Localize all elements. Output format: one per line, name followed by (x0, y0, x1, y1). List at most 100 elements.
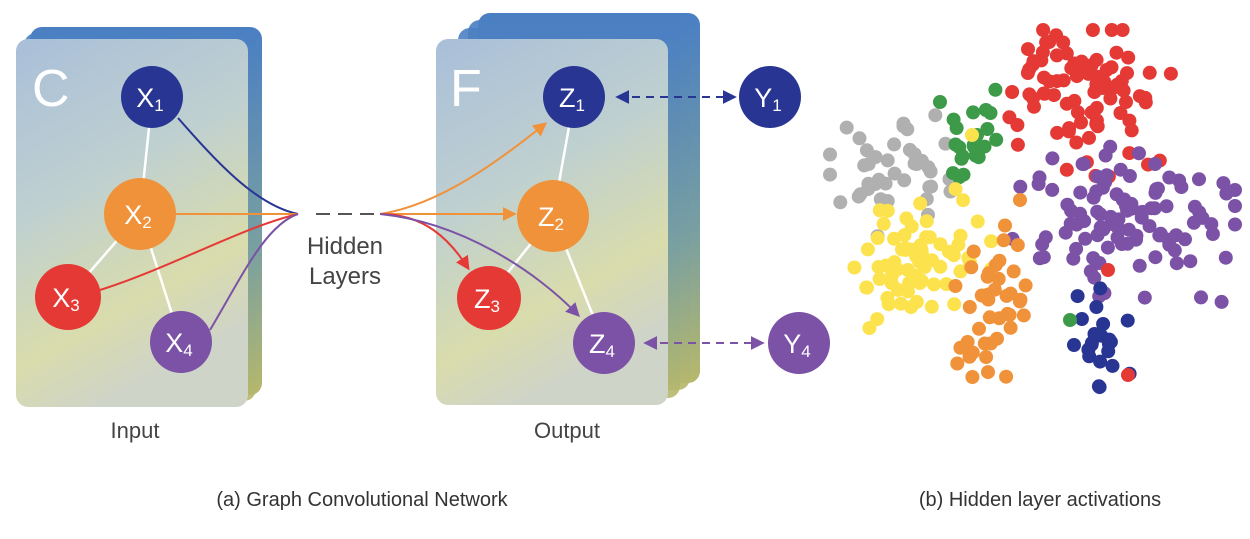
scatter-point-blue (1120, 313, 1135, 328)
scatter-point-yellow (970, 214, 985, 229)
scatter-point-red (1101, 263, 1115, 277)
scatter-point-purple (1036, 250, 1051, 265)
scatter-point-orange (1016, 308, 1031, 323)
node-z2: Z2 (517, 180, 589, 252)
scatter-point-gray (853, 187, 868, 202)
scatter-point-red (1026, 91, 1040, 106)
scatter-point-purple (1045, 151, 1060, 166)
scatter-point-orange (964, 260, 979, 275)
svg-text:Z2: Z2 (538, 202, 564, 234)
scatter-point-red (1059, 46, 1074, 61)
scatter-point-yellow (913, 238, 928, 253)
hidden-label-line2: Layers (309, 263, 381, 290)
scatter-point-green (966, 105, 981, 120)
node-y4: Y4 (768, 312, 830, 374)
scatter-point-purple (1195, 210, 1210, 225)
scatter-point-yellow (948, 182, 963, 197)
scatter-point-yellow (965, 128, 979, 142)
scatter-point-blue (1067, 338, 1081, 352)
scatter-point-red (1069, 69, 1084, 84)
scatter-point-purple (1045, 182, 1060, 197)
scatter-point-purple (1098, 175, 1113, 190)
scatter-point-purple (1159, 199, 1174, 214)
scatter-point-orange (979, 350, 994, 364)
line-x3-hidden (99, 213, 299, 291)
svg-text:X3: X3 (52, 283, 79, 315)
line-x4-hidden (209, 213, 299, 331)
scatter-point-gray (900, 122, 915, 137)
scatter-point-purple (1174, 180, 1189, 195)
scatter-point-orange (950, 356, 965, 371)
scatter-point-gray (871, 172, 886, 187)
scatter-point-red (1163, 66, 1178, 81)
scatter-point-blue (1091, 379, 1106, 394)
scatter-point-gray (861, 157, 876, 172)
scatter-point-orange (999, 288, 1014, 303)
svg-text:Y1: Y1 (754, 83, 781, 115)
scatter-point-yellow (860, 242, 875, 257)
scatter-point-orange (998, 218, 1012, 233)
input-card-letter: C (32, 60, 70, 118)
scatter-point-gray (897, 173, 912, 188)
scatter-point-purple (1013, 179, 1028, 194)
scatter-point-orange (1013, 193, 1027, 207)
scatter-point-orange (965, 370, 980, 384)
scatter-point-red (1089, 100, 1104, 115)
scatter-point-red (1120, 66, 1134, 81)
scatter-point-green (1063, 313, 1077, 327)
scatter-point-orange (990, 331, 1004, 346)
scatter-point-yellow (870, 231, 885, 245)
arrow-hidden-z1 (379, 122, 548, 215)
scatter-point-yellow (909, 249, 924, 264)
output-caption: Output (534, 418, 600, 443)
scatter-point-red (1074, 115, 1088, 130)
scatter-point-blue (1084, 337, 1099, 352)
node-z3: Z3 (457, 266, 521, 330)
node-x4: X4 (150, 311, 212, 373)
scatter-point-yellow (913, 196, 928, 211)
scatter-point-gray (928, 108, 943, 123)
scatter-point-gray (839, 120, 854, 135)
scatter-point-purple (1183, 254, 1198, 269)
scatter-point-gray (887, 137, 902, 152)
scatter-point-orange (981, 292, 996, 307)
svg-text:X2: X2 (124, 200, 151, 232)
svg-text:Z4: Z4 (589, 329, 615, 361)
svg-text:X4: X4 (165, 328, 192, 360)
scatter-point-red (1109, 45, 1124, 60)
scatter-point-blue (1087, 327, 1102, 341)
scatter-point-purple (1129, 232, 1143, 247)
scatter-point-purple (1228, 183, 1242, 197)
scatter-point-red (1056, 73, 1071, 88)
scatter-point-purple (1100, 240, 1115, 255)
scatter-point-red (1122, 146, 1137, 161)
scatter-point-gray (880, 153, 895, 168)
scatter-point-orange (996, 233, 1011, 248)
scatter-point-blue (1101, 344, 1116, 359)
scatter-point-green (980, 122, 995, 136)
scatter-point-purple (1148, 157, 1163, 171)
scatter-point-yellow (885, 264, 900, 278)
scatter-point-purple (1132, 146, 1146, 161)
scatter-point-purple (1066, 251, 1081, 266)
scatter-point-yellow (947, 297, 962, 312)
scatter-point-red (1050, 125, 1065, 140)
scatter-point-gray (914, 153, 929, 168)
scatter-point-purple (1032, 170, 1047, 185)
scatter-point-purple (1093, 220, 1108, 235)
scatter-point-yellow (870, 312, 885, 327)
panel-a-caption: (a) Graph Convolutional Network (216, 489, 508, 511)
scatter-point-red (1021, 42, 1035, 57)
scatter-point-purple (1120, 203, 1135, 218)
scatter-point-purple (1205, 227, 1220, 241)
hidden-label-line1: Hidden (307, 233, 383, 260)
scatter-point-red (1020, 66, 1035, 80)
scatter-point-yellow (984, 234, 999, 249)
scatter-point-green (946, 112, 961, 127)
scatter-point-red (1034, 53, 1049, 68)
scatter-point-purple (1167, 243, 1182, 258)
scatter-point-blue (1093, 281, 1108, 296)
scatter-point-yellow (899, 211, 914, 226)
scatter-point-red (1089, 116, 1104, 131)
